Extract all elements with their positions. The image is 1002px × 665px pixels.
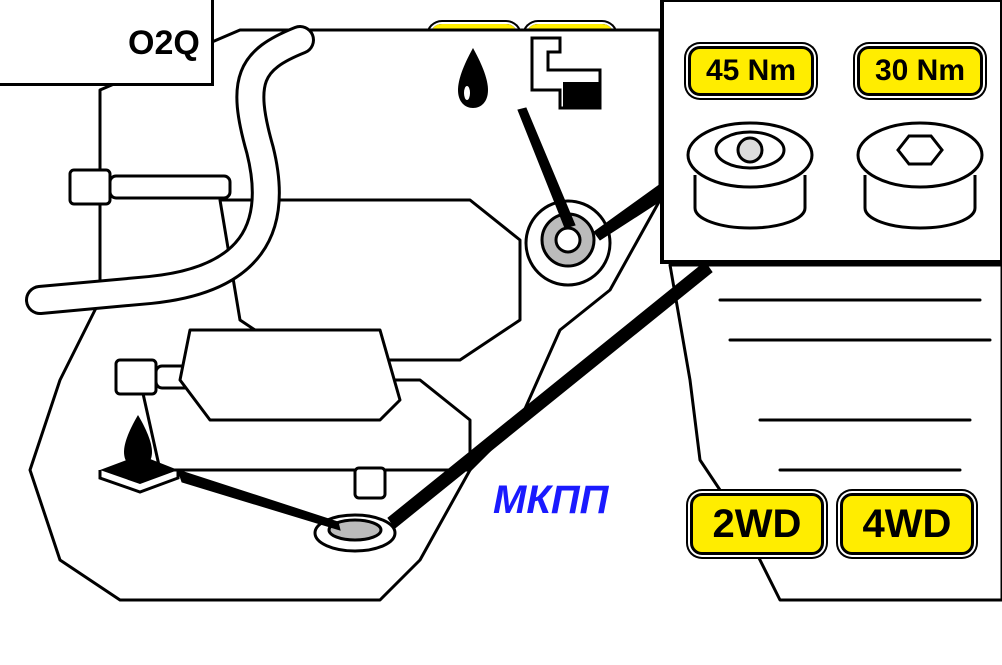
bolt-2 bbox=[114, 358, 158, 396]
bolt-3 bbox=[353, 466, 387, 500]
oil-drain-icon bbox=[98, 415, 180, 494]
drain-plug bbox=[327, 518, 383, 542]
bolt-1-shank bbox=[108, 174, 232, 200]
drive-label-2wd: 2WD bbox=[690, 493, 824, 555]
torque-label-30nm: 30 Nm bbox=[857, 46, 983, 96]
drive-label-4wd: 4WD bbox=[840, 493, 974, 555]
housing-detail bbox=[218, 198, 522, 362]
model-code: O2Q bbox=[128, 24, 200, 62]
spline-socket-icon bbox=[736, 136, 764, 164]
transmission-caption: МКПП bbox=[493, 478, 609, 522]
oil-drop-icon bbox=[458, 48, 488, 108]
model-code-box: O2Q bbox=[0, 0, 214, 86]
mount-bracket bbox=[178, 328, 402, 422]
bolt-1 bbox=[68, 168, 112, 206]
fill-level-icon bbox=[530, 36, 602, 110]
leader-fill-icon bbox=[517, 107, 576, 229]
leader-drain-icon bbox=[177, 469, 341, 531]
torque-label-45nm: 45 Nm bbox=[688, 46, 814, 96]
right-housing-rib bbox=[718, 298, 992, 472]
hex-socket-icon bbox=[896, 134, 944, 166]
fill-plug-center bbox=[554, 226, 582, 254]
coolant-hose-inner bbox=[28, 28, 312, 312]
leader-inset-bottom bbox=[387, 261, 713, 529]
